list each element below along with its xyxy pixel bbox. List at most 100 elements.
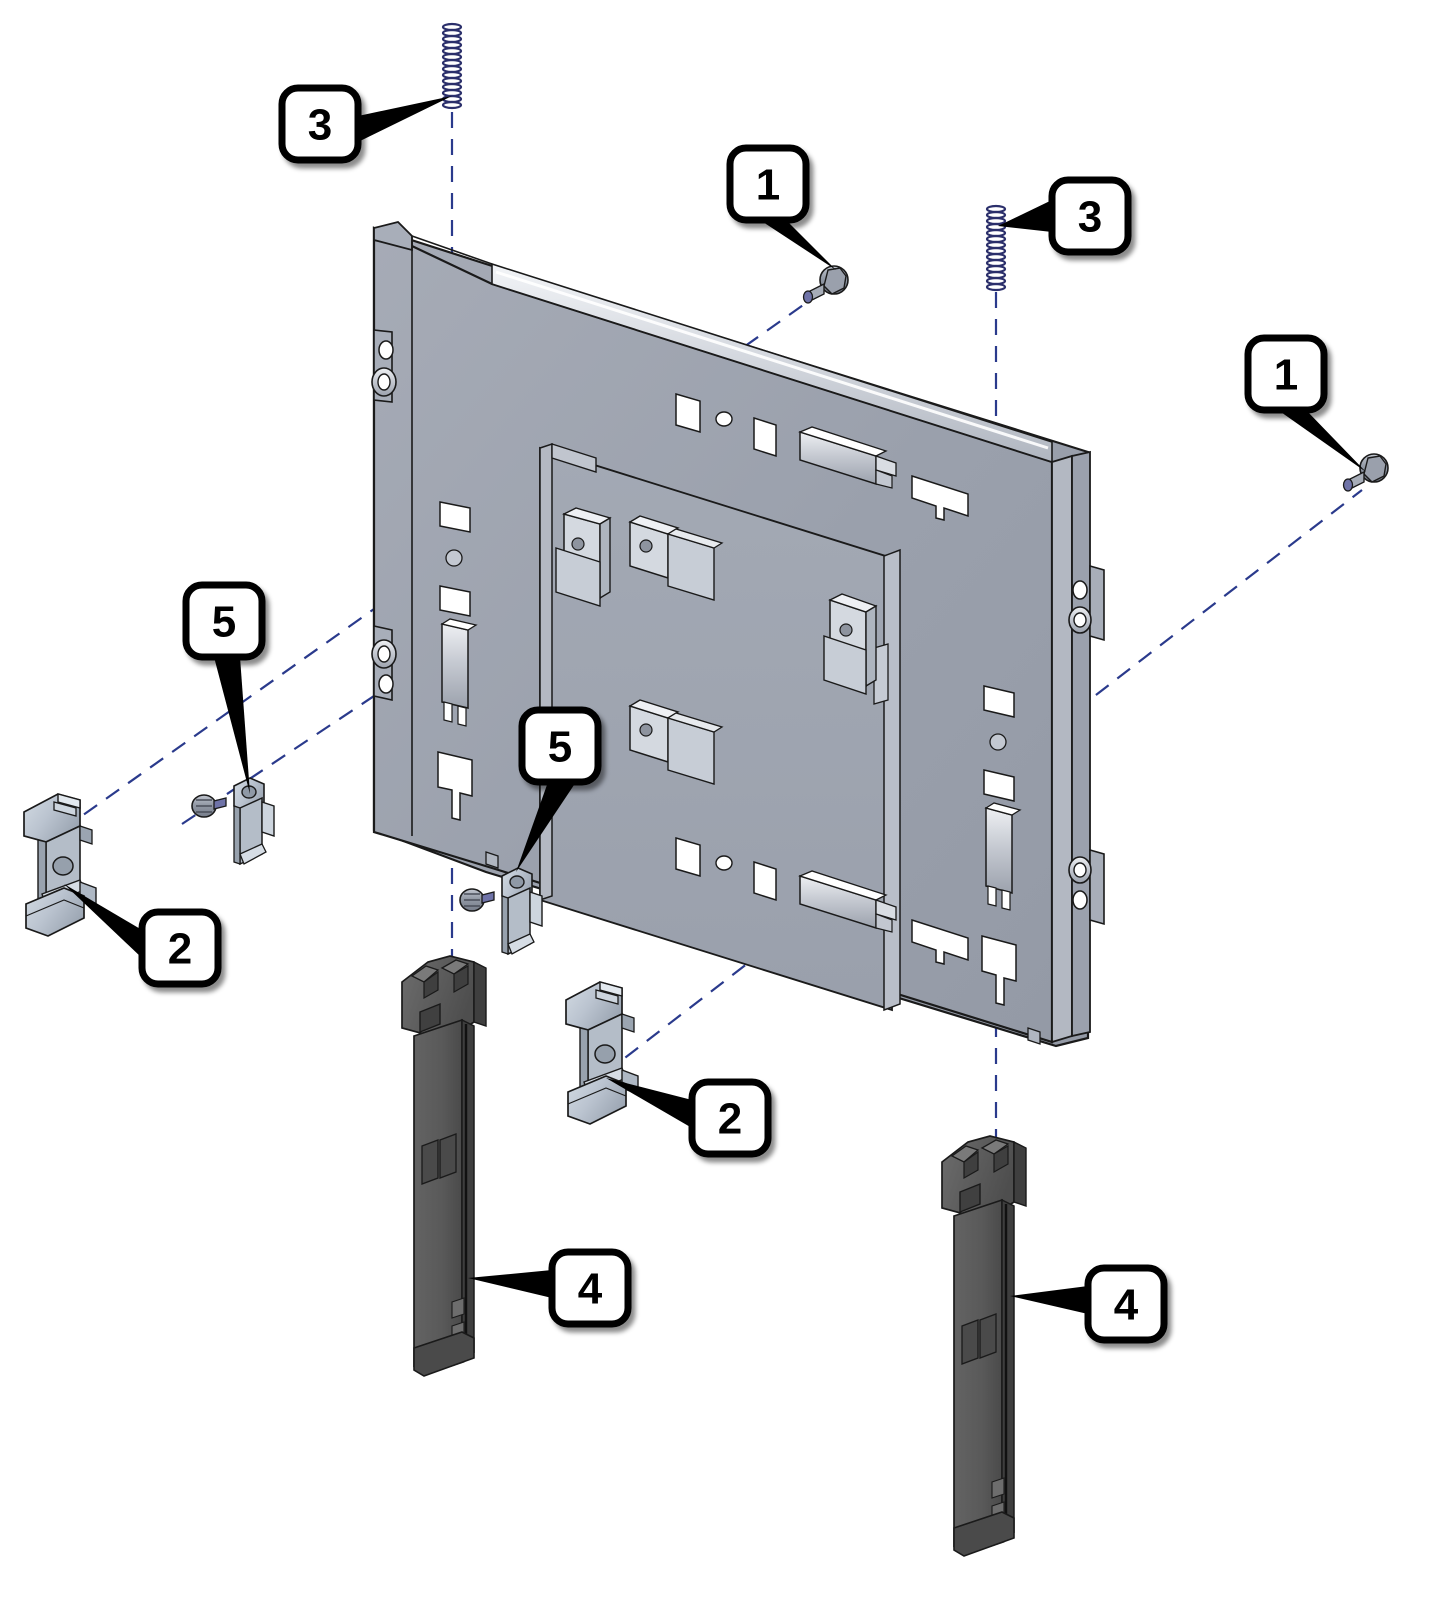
- clip-tower-c-wing-top: [666, 712, 724, 733]
- leader-callout-4-right: [1010, 1286, 1088, 1314]
- callout-2-left[interactable]: 2: [138, 908, 222, 988]
- right-ear-lower-pilot-hole: [1072, 890, 1088, 910]
- stand-leg-right-notch-b: [980, 1139, 1010, 1155]
- bracket-middle-notch: [621, 1013, 635, 1033]
- callout-2-left-label: 2: [168, 925, 192, 974]
- callout-4-left-label: 4: [578, 1265, 603, 1314]
- callout-4-left[interactable]: 4: [548, 1248, 632, 1328]
- pan-screw-middle-knurl: [464, 893, 480, 907]
- latch-clip-middle-wing: [529, 891, 543, 927]
- callout-3-left[interactable]: 3: [278, 84, 362, 164]
- callout-leaders: [64, 96, 1366, 1314]
- leader-callout-5-left: [214, 657, 250, 794]
- boss-upper-top: [798, 426, 888, 457]
- stand-leg-left-slot-b: [439, 1133, 457, 1179]
- left-ear-upper-boss-hole: [377, 373, 391, 391]
- stand-leg-right-notch-b-inner: [993, 1144, 1009, 1174]
- screw-left-tip: [802, 290, 814, 304]
- cutout-extruded-boss-lower: [798, 870, 897, 933]
- clip-tower-c: [628, 699, 724, 785]
- right-ear-upper: [1089, 564, 1105, 642]
- callout-1-left-box[interactable]: [726, 144, 810, 224]
- callout-4-left-box[interactable]: [548, 1248, 632, 1328]
- left-keyhole-cutout: [437, 751, 473, 821]
- callout-2-left-box[interactable]: [138, 908, 222, 988]
- cutout-extruded-boss-upper: [798, 426, 897, 489]
- latch-clip-left-body-side: [233, 805, 241, 865]
- latch-clip-middle-foot: [507, 933, 535, 955]
- callout-3-right-box[interactable]: [1048, 176, 1132, 256]
- callout-1-right[interactable]: 1: [1244, 334, 1328, 414]
- bracket-middle-foot-crease: [567, 1087, 627, 1105]
- stand-leg-right-slot-b: [979, 1313, 997, 1359]
- plate-bottom-notch-left: [485, 851, 499, 869]
- callout-5-middle-box[interactable]: [518, 706, 602, 786]
- clip-tower-a-hole: [571, 537, 585, 551]
- callout-3-right-label: 3: [1078, 193, 1102, 242]
- callout-4-right[interactable]: 4: [1084, 1264, 1168, 1344]
- clip-tower-d-hole: [839, 623, 853, 637]
- plate-right-column-features: [981, 685, 1022, 1006]
- left-rail-fork-b: [457, 705, 467, 727]
- latch-clip-left-foot: [239, 843, 267, 865]
- leader-callout-1-left: [760, 220, 836, 270]
- leader-callout-4-left: [468, 1270, 552, 1298]
- boss-lower-tab: [875, 899, 897, 921]
- left-rail-top: [440, 618, 478, 631]
- plate-upper-cutouts: [675, 393, 969, 521]
- callout-5-left-label: 5: [212, 598, 236, 647]
- callout-5-left-box[interactable]: [182, 581, 266, 661]
- callout-5-left[interactable]: 5: [182, 581, 266, 661]
- latch-clip-left-wing: [261, 801, 275, 837]
- callout-4-right-label: 4: [1114, 1281, 1139, 1330]
- stand-leg-left-bottom: [413, 1331, 475, 1377]
- bracket-middle-top-rib-b: [595, 989, 619, 1005]
- callout-2-middle[interactable]: 2: [688, 1078, 772, 1158]
- right-rail-fork-b: [1001, 889, 1011, 911]
- left-slot-upper: [439, 501, 471, 533]
- bracket-middle-hole: [594, 1044, 616, 1064]
- bracket-left-foot: [25, 887, 85, 937]
- left-slot-lower: [439, 585, 471, 617]
- right-slot-upper: [983, 685, 1015, 718]
- callout-1-right-box[interactable]: [1244, 334, 1328, 414]
- spring-left: [441, 22, 463, 110]
- stand-leg-right-notch-a-inner: [963, 1150, 979, 1180]
- stand-leg-left-notch-a-inner: [423, 970, 439, 1000]
- plate-top-bevel: [491, 262, 1053, 464]
- clip-tower-a: [555, 507, 612, 607]
- clip-tower-b-top: [628, 515, 680, 535]
- right-ear-upper-pilot-hole: [1072, 580, 1088, 600]
- clip-tower-b: [628, 515, 724, 601]
- left-ear-lower-boss-hole: [377, 645, 391, 663]
- right-rail-top: [984, 802, 1022, 816]
- clip-tower-c-hole: [639, 723, 653, 737]
- callout-1-left[interactable]: 1: [726, 144, 810, 224]
- bracket-left-hole: [52, 856, 74, 876]
- leader-callout-5-middle: [516, 782, 576, 872]
- callout-5-middle[interactable]: 5: [518, 706, 602, 786]
- callout-2-middle-box[interactable]: [688, 1078, 772, 1158]
- rear-mounting-plate: [371, 221, 1105, 1048]
- leader-callout-2-middle: [606, 1078, 692, 1128]
- inner-panel-right-rib: [883, 548, 901, 1012]
- stand-leg-right-head-right: [1013, 1140, 1027, 1207]
- callout-3-left-box[interactable]: [278, 84, 362, 164]
- callout-3-left-label: 3: [308, 101, 332, 150]
- mounting-bracket-left: [23, 793, 97, 937]
- pan-screw-middle-shank: [481, 891, 495, 904]
- callout-4-right-box[interactable]: [1084, 1264, 1168, 1344]
- pan-screw-left-shank: [213, 797, 227, 810]
- callout-3-right[interactable]: 3: [1048, 176, 1132, 256]
- plate-left-flange: [371, 329, 397, 701]
- stand-leg-left-notch-b: [440, 959, 470, 975]
- clip-tower-b-wing-top: [666, 528, 724, 549]
- right-ear-lower-boss-hole: [1073, 862, 1087, 878]
- bracket-left-foot-crease: [25, 899, 85, 917]
- stand-leg-right-notch-a: [950, 1145, 980, 1163]
- cutout-rect-upper-2: [753, 416, 777, 458]
- left-pilot-hole: [445, 549, 463, 567]
- pan-screw-left: [191, 794, 227, 818]
- bracket-middle-foot: [567, 1075, 627, 1125]
